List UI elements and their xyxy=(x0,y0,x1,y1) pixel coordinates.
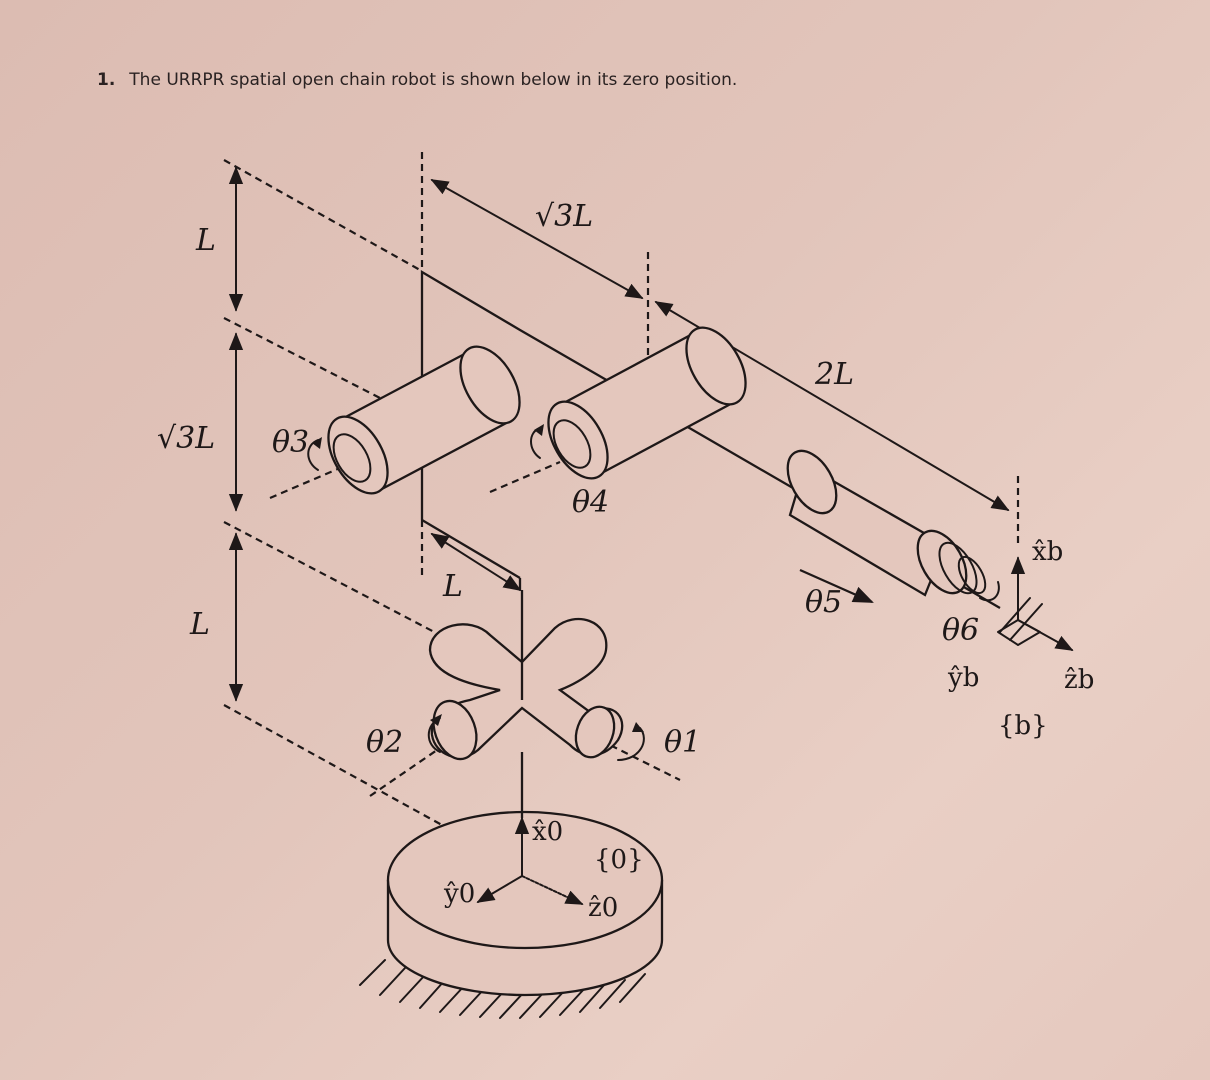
body-frame xyxy=(997,556,1074,651)
label-yb: ŷb xyxy=(947,663,979,693)
label-top-link: √3L xyxy=(535,199,593,234)
problem-text: The URRPR spatial open chain robot is sh… xyxy=(129,70,738,90)
label-z0: ẑ0 xyxy=(588,893,618,923)
problem-statement: 1. The URRPR spatial open chain robot is … xyxy=(97,70,737,90)
label-theta1: θ1 xyxy=(664,725,701,760)
upper-vertical-link xyxy=(420,269,1001,609)
label-right-link: 2L xyxy=(814,357,854,392)
label-theta6: θ6 xyxy=(942,613,979,648)
joint3-cylinder xyxy=(307,345,521,495)
label-offset-L: L xyxy=(442,569,463,604)
label-theta5: θ5 xyxy=(805,585,842,620)
dashed-extension-lines xyxy=(223,152,1020,869)
label-theta4: θ4 xyxy=(572,485,609,520)
label-bottom-left-L: L xyxy=(189,607,210,642)
label-theta2: θ2 xyxy=(366,725,403,760)
theta1-rotation-arrow xyxy=(617,722,645,761)
label-theta3: θ3 xyxy=(272,425,309,460)
label-y0: ŷ0 xyxy=(443,879,475,909)
label-base-frame: {0} xyxy=(594,845,644,875)
theta5-arrow xyxy=(799,568,874,604)
theta2-rotation-arrow xyxy=(427,714,442,753)
joint4-cylinder xyxy=(530,326,747,480)
label-top-left-L: L xyxy=(195,223,216,258)
label-body-frame: {b} xyxy=(998,711,1048,741)
universal-joint xyxy=(428,590,624,761)
problem-number: 1. xyxy=(97,70,116,90)
prismatic-cylinder xyxy=(786,449,1000,602)
label-x0: x̂0 xyxy=(532,817,563,847)
base-frame xyxy=(476,816,584,905)
label-xb: x̂b xyxy=(1032,537,1063,567)
label-zb: ẑb xyxy=(1064,665,1094,695)
label-middle-left: √3L xyxy=(157,421,215,456)
base-cylinder xyxy=(359,810,664,1019)
